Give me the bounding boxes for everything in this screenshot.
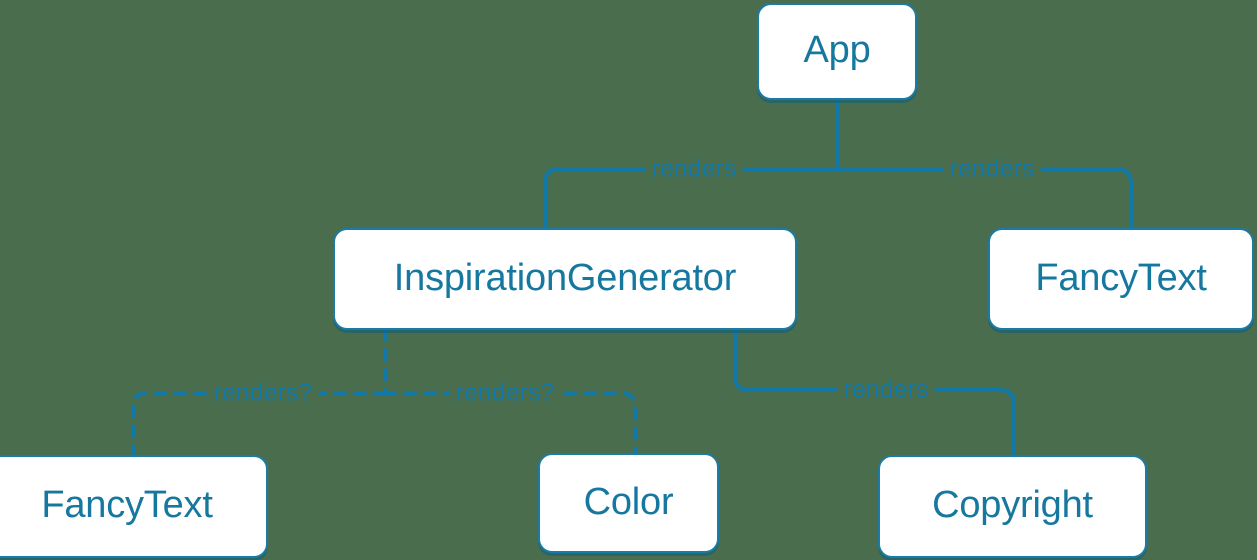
edge-label-inspiration-to-fancytext: renders? — [207, 380, 319, 406]
node-fancytext-bottom-label: FancyText — [41, 484, 213, 526]
node-inspiration-generator[interactable]: InspirationGenerator — [333, 228, 797, 330]
edge-app-to-fancytext-top — [836, 167, 1133, 230]
node-fancytext-top[interactable]: FancyText — [988, 228, 1254, 330]
edge-label-app-to-fancytext-top: renders — [943, 156, 1041, 182]
node-app-label: App — [803, 29, 871, 71]
node-fancytext-bottom[interactable]: FancyText — [0, 455, 268, 558]
edge-app-to-inspiration-generator — [543, 167, 840, 230]
node-copyright[interactable]: Copyright — [878, 455, 1147, 558]
edge-label-inspiration-to-color: renders? — [449, 380, 561, 406]
edge-label-app-to-inspiration-generator: renders — [645, 156, 743, 182]
edge-inspiration-to-fancytext — [131, 391, 387, 457]
node-inspiration-generator-label: InspirationGenerator — [393, 256, 737, 299]
edge-inspiration-to-color — [383, 391, 637, 455]
edge-label-inspiration-to-copyright: renders — [837, 377, 935, 403]
node-app[interactable]: App — [757, 3, 917, 100]
node-color-label: Color — [583, 480, 674, 523]
node-fancytext-top-label: FancyText — [1035, 256, 1207, 299]
node-color[interactable]: Color — [538, 453, 719, 553]
node-copyright-label: Copyright — [932, 484, 1093, 526]
